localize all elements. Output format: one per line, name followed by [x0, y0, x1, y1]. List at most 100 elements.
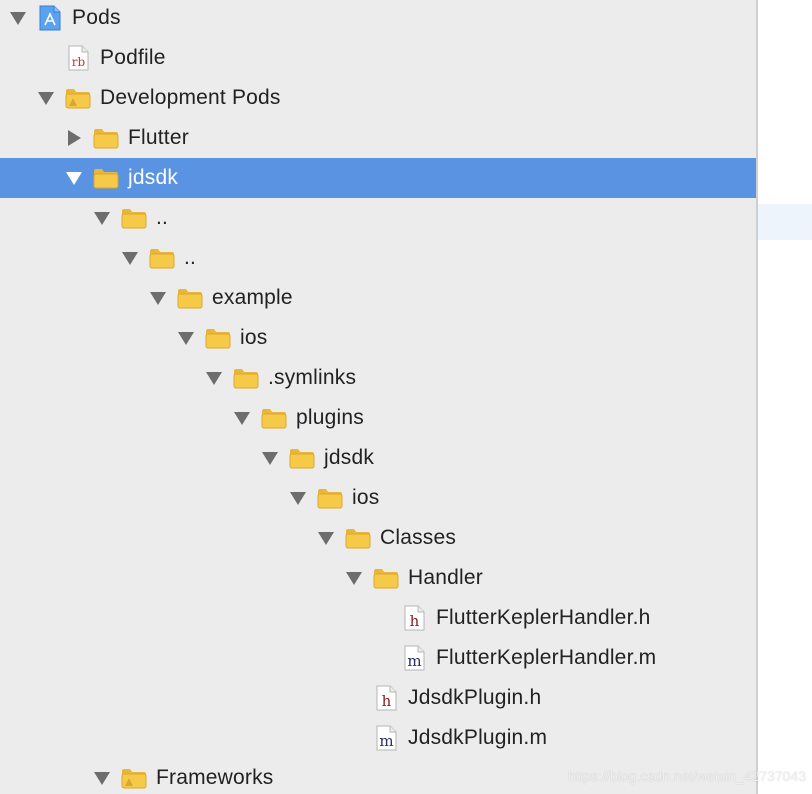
- tree-row-label: Frameworks: [156, 766, 274, 789]
- gutter-mark: [808, 532, 812, 544]
- disclosure-expanded-icon[interactable]: [92, 208, 112, 228]
- tree-row-label: Pods: [72, 6, 121, 29]
- tree-row[interactable]: m FlutterKeplerHandler.m: [0, 638, 756, 678]
- tree-row[interactable]: ..: [0, 198, 756, 238]
- disclosure-expanded-icon[interactable]: [8, 8, 28, 28]
- folder-icon: [176, 284, 204, 312]
- tree-row-label: FlutterKeplerHandler.m: [436, 646, 657, 669]
- disclosure-expanded-icon[interactable]: [344, 568, 364, 588]
- svg-text:rb: rb: [72, 55, 86, 69]
- disclosure-expanded-icon[interactable]: [148, 288, 168, 308]
- gutter-mark: [808, 172, 812, 184]
- disclosure-collapsed-icon[interactable]: [64, 128, 84, 148]
- folder-icon: [372, 564, 400, 592]
- tree-row[interactable]: h FlutterKeplerHandler.h: [0, 598, 756, 638]
- folder-icon: [204, 324, 232, 352]
- tree-row[interactable]: Development Pods: [0, 78, 756, 118]
- tree-row[interactable]: jdsdk: [0, 158, 756, 198]
- group-folder-icon: [64, 84, 92, 112]
- gutter-mark: [808, 692, 812, 704]
- svg-text:m: m: [379, 732, 393, 750]
- tree-row[interactable]: ios: [0, 478, 756, 518]
- tree-row-label: ios: [352, 486, 380, 509]
- disclosure-expanded-icon[interactable]: [204, 368, 224, 388]
- gutter-mark: [808, 52, 812, 64]
- gutter-mark: [808, 652, 812, 664]
- tree-row-label: ..: [156, 206, 169, 229]
- gutter-mark: [808, 12, 812, 24]
- disclosure-expanded-icon[interactable]: [64, 168, 84, 188]
- gutter-mark: [808, 132, 812, 144]
- current-line-highlight: [758, 204, 812, 240]
- disclosure-expanded-icon[interactable]: [260, 448, 280, 468]
- gutter-mark: [808, 212, 812, 224]
- tree-row[interactable]: h JdsdkPlugin.h: [0, 678, 756, 718]
- tree-row[interactable]: plugins: [0, 398, 756, 438]
- folder-icon: [260, 404, 288, 432]
- gutter-mark: [808, 92, 812, 104]
- tree-row-label: example: [212, 286, 293, 309]
- objc-file-icon: m: [400, 644, 428, 672]
- tree-row-label: JdsdkPlugin.m: [408, 726, 548, 749]
- disclosure-expanded-icon[interactable]: [316, 528, 336, 548]
- tree-row[interactable]: m JdsdkPlugin.m: [0, 718, 756, 758]
- project-icon: [36, 4, 64, 32]
- pane-divider[interactable]: [756, 0, 758, 794]
- tree-row[interactable]: Handler: [0, 558, 756, 598]
- gutter-mark: [808, 452, 812, 464]
- folder-icon: [148, 244, 176, 272]
- disclosure-expanded-icon[interactable]: [288, 488, 308, 508]
- disclosure-expanded-icon[interactable]: [232, 408, 252, 428]
- objc-file-icon: m: [372, 724, 400, 752]
- svg-text:h: h: [410, 612, 420, 630]
- tree-row-label: ios: [240, 326, 268, 349]
- gutter-mark: [808, 332, 812, 344]
- tree-row[interactable]: Classes: [0, 518, 756, 558]
- gutter-mark: [808, 572, 812, 584]
- gutter-mark: [808, 372, 812, 384]
- tree-row-label: jdsdk: [128, 166, 179, 189]
- tree-row-label: Handler: [408, 566, 483, 589]
- tree-row[interactable]: Pods: [0, 0, 756, 38]
- tree-row-label: Development Pods: [100, 86, 281, 109]
- tree-row-label: Podfile: [100, 46, 166, 69]
- tree-row[interactable]: Frameworks: [0, 758, 756, 794]
- gutter-mark: [808, 412, 812, 424]
- tree-row-label: jdsdk: [324, 446, 375, 469]
- folder-icon: [120, 204, 148, 232]
- gutter-mark: [808, 292, 812, 304]
- folder-icon: [232, 364, 260, 392]
- folder-icon: [344, 524, 372, 552]
- tree-row-label: Flutter: [128, 126, 189, 149]
- gutter-mark: [808, 732, 812, 744]
- tree-row[interactable]: .symlinks: [0, 358, 756, 398]
- disclosure-expanded-icon[interactable]: [176, 328, 196, 348]
- folder-icon: [92, 124, 120, 152]
- disclosure-expanded-icon[interactable]: [92, 768, 112, 788]
- tree-row[interactable]: rb Podfile: [0, 38, 756, 78]
- folder-icon: [316, 484, 344, 512]
- tree-row-label: plugins: [296, 406, 364, 429]
- editor-pane[interactable]: [758, 0, 812, 794]
- gutter-mark: [808, 252, 812, 264]
- gutter-mark: [808, 492, 812, 504]
- gutter-mark: [808, 612, 812, 624]
- header-file-icon: h: [372, 684, 400, 712]
- disclosure-expanded-icon[interactable]: [120, 248, 140, 268]
- ruby-file-icon: rb: [64, 44, 92, 72]
- tree-row[interactable]: Flutter: [0, 118, 756, 158]
- svg-text:m: m: [407, 652, 421, 670]
- tree-row[interactable]: example: [0, 278, 756, 318]
- disclosure-expanded-icon[interactable]: [36, 88, 56, 108]
- tree-row[interactable]: jdsdk: [0, 438, 756, 478]
- tree-row-label: FlutterKeplerHandler.h: [436, 606, 651, 629]
- tree-row[interactable]: ..: [0, 238, 756, 278]
- svg-text:h: h: [382, 692, 392, 710]
- tree-row-label: .symlinks: [268, 366, 357, 389]
- tree-row-label: Classes: [380, 526, 457, 549]
- watermark: https://blog.csdn.net/weixin_42737043: [567, 768, 806, 784]
- tree-row[interactable]: ios: [0, 318, 756, 358]
- tree-row-label: JdsdkPlugin.h: [408, 686, 542, 709]
- tree-row-label: ..: [184, 246, 197, 269]
